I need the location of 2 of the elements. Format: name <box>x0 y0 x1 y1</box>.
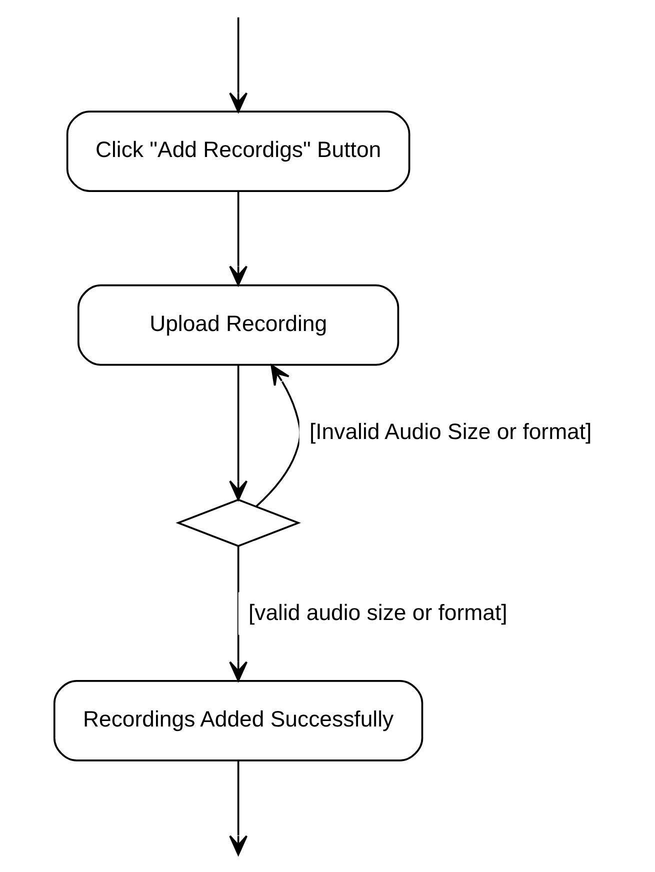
edge-label: [valid audio size or format] <box>248 600 508 626</box>
edge-label: [Invalid Audio Size or format] <box>309 418 592 444</box>
